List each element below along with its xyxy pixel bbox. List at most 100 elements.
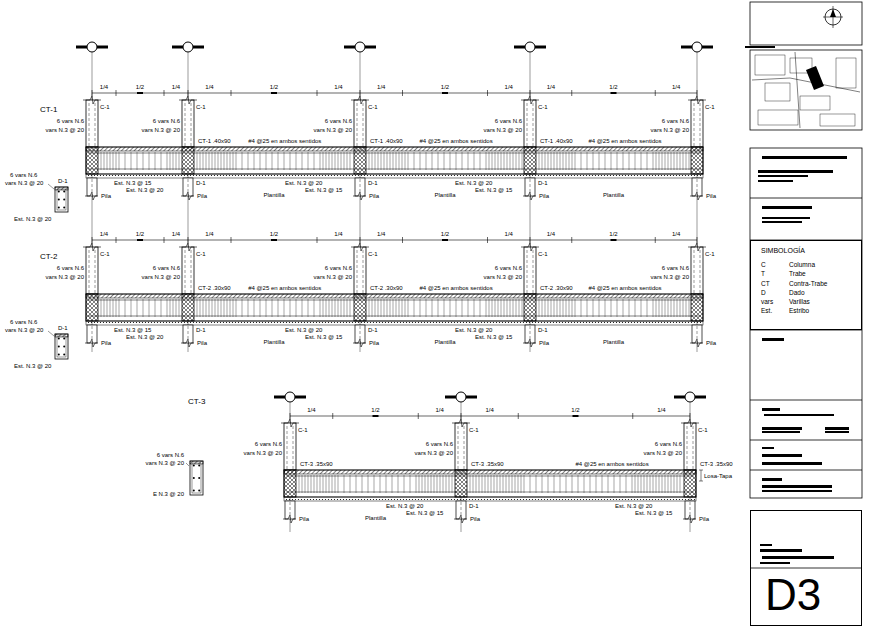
stirrup <box>425 475 426 493</box>
dimension-tick <box>571 237 572 243</box>
stirrup <box>176 299 177 317</box>
rebar-callout: 6 vars N.6 <box>495 265 522 271</box>
stirrup <box>113 152 114 170</box>
legend-heading: SIMBOLOGÍA <box>761 247 853 255</box>
redacted-bar <box>762 478 782 481</box>
stirrup <box>236 299 237 317</box>
base-note: Plantilla <box>365 515 386 521</box>
pile-tag: Pila <box>197 193 207 199</box>
column-in-beam <box>691 147 703 174</box>
stirrup <box>473 475 474 493</box>
stirrup <box>116 299 117 317</box>
stirrup <box>434 475 435 493</box>
stirrup-callout: Est. N.3 @ 20 <box>14 216 51 222</box>
beam-rebar <box>88 316 701 317</box>
dimension-tick <box>487 90 488 96</box>
section-top-strip <box>190 461 203 464</box>
slab-note: #4 @25 en ambos sentidos <box>248 285 321 291</box>
pile-tag: Pila <box>101 340 111 346</box>
stirrup <box>474 152 475 170</box>
stirrup <box>686 152 687 170</box>
rebar-dot <box>198 477 200 479</box>
stirrup <box>635 475 636 493</box>
stirrup <box>444 152 445 170</box>
break-line <box>181 192 194 200</box>
stirrup <box>504 152 505 170</box>
pile-tag: Pila <box>470 516 480 522</box>
stirrup <box>452 475 453 493</box>
beam-rebar <box>286 492 694 493</box>
sheet-number-box: D3 <box>750 510 862 626</box>
dimension-tick <box>690 413 691 419</box>
stirrup-callout: Est. N.3 @ 15 <box>475 334 512 340</box>
column-tag: C-1 <box>196 104 206 110</box>
stirrup <box>572 152 573 170</box>
site-marker <box>806 66 824 90</box>
column-rebar <box>357 103 358 147</box>
column-tag: C-1 <box>705 251 715 257</box>
column-in-beam <box>691 294 703 321</box>
stirrup <box>602 475 603 493</box>
stirrup <box>323 152 324 170</box>
stirrup <box>488 475 489 493</box>
rebar-callout: 6 vars N.6 <box>426 441 453 447</box>
stirrup <box>431 475 432 493</box>
stirrup <box>408 152 409 170</box>
break-line <box>683 515 696 523</box>
stirrup <box>581 299 582 317</box>
tie-callout: vars N.3 @ 20 <box>46 127 84 133</box>
stirrup <box>215 152 216 170</box>
stirrup <box>485 475 486 493</box>
column-rebar <box>700 103 701 147</box>
stirrup <box>653 152 654 170</box>
stirrup <box>644 475 645 493</box>
stirrup <box>489 152 490 170</box>
column-rebar <box>687 426 688 470</box>
dimension-tick <box>92 90 93 96</box>
column-rebar <box>191 103 192 147</box>
rebar-dot <box>198 490 200 492</box>
stirrup <box>656 152 657 170</box>
stirrup <box>320 299 321 317</box>
stirrup <box>368 475 369 493</box>
dimension-tick <box>530 237 531 243</box>
stirrup <box>296 152 297 170</box>
redacted-bar <box>762 454 802 457</box>
stirrup <box>167 299 168 317</box>
column-rebar <box>363 250 364 294</box>
column-tag: C-1 <box>196 251 206 257</box>
stirrup <box>209 299 210 317</box>
section-stirrup <box>57 336 66 357</box>
column-in-beam <box>524 294 536 321</box>
tie-callout: vars N.3 @ 20 <box>415 450 453 456</box>
stirrup <box>260 299 261 317</box>
legend-code: C <box>761 260 789 269</box>
stirrup-callout: Est. N.3 @ 20 <box>126 334 163 340</box>
section-top-strip <box>55 187 68 190</box>
stirrup <box>495 299 496 317</box>
redacted-bar <box>762 427 802 430</box>
panel-divider <box>750 330 862 331</box>
stirrup <box>587 299 588 317</box>
tie-callout: vars N.3 @ 20 <box>244 450 282 456</box>
stirrup <box>635 299 636 317</box>
section-title: CT-3 <box>188 398 205 406</box>
dimension-tick <box>317 90 318 96</box>
stirrup <box>233 299 234 317</box>
rebar-callout: 6 vars N.6 <box>57 265 84 271</box>
stirrup <box>662 152 663 170</box>
stirrup-callout: E N.3 @ 20 <box>153 491 184 497</box>
stirrup-callout: Est. N.3 @ 20 <box>455 327 492 333</box>
tie-callout: vars N.3 @ 20 <box>651 127 689 133</box>
tie-callout: vars N.3 @ 20 <box>142 127 180 133</box>
stirrup <box>668 299 669 317</box>
rebar-callout: 6 vars N.6 <box>325 265 352 271</box>
legend-code: vars <box>761 297 789 306</box>
break-line <box>353 339 366 347</box>
stirrup <box>560 299 561 317</box>
stirrup <box>396 299 397 317</box>
stirrup <box>338 299 339 317</box>
rebar-callout: 6 vars N.6 <box>655 441 682 447</box>
beam-tag: CT-2 .30x90 <box>540 285 573 291</box>
stirrup <box>507 299 508 317</box>
